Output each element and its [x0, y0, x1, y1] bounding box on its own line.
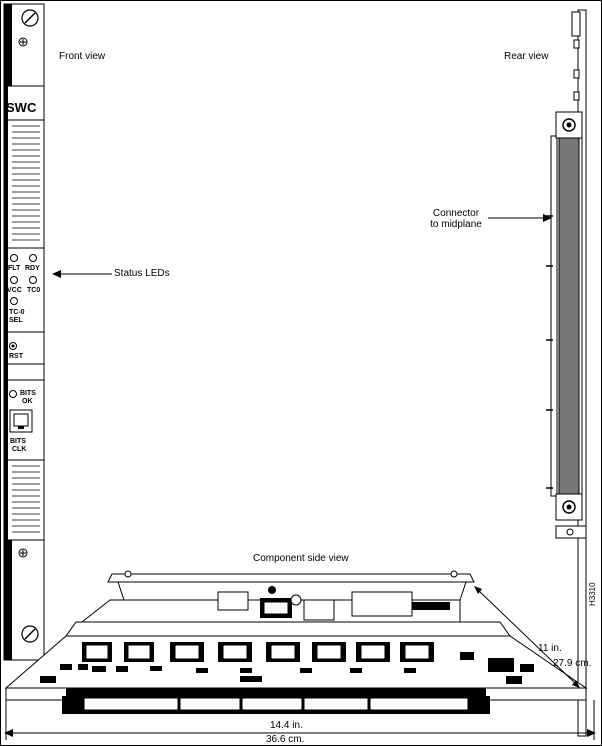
width-inches-label: 14.4 in.	[270, 720, 303, 731]
depth-cm-label: 27.9 cm.	[553, 658, 592, 669]
bits-ok-label: OK	[22, 398, 33, 405]
led-tc-sel-icon	[10, 297, 18, 305]
led-vcc-label: VCC	[7, 287, 22, 294]
rear-view-board	[546, 9, 587, 737]
led-rdy-icon	[29, 254, 37, 262]
module-name: SWC	[6, 100, 37, 115]
rear-view-label: Rear view	[504, 51, 549, 62]
vent-lines-upper	[12, 125, 40, 241]
led-tc0-icon	[29, 276, 37, 284]
bits-clk-label: CLK	[12, 446, 27, 453]
depth-inches-label: 11 in.	[538, 643, 562, 654]
reset-label: RST	[9, 353, 23, 360]
led-bits-ok-icon	[9, 390, 17, 398]
connector-pin-grid	[558, 137, 580, 495]
depth-dimension-line	[477, 589, 577, 685]
led-vcc-icon	[10, 276, 18, 284]
connector-label: to midplane	[430, 219, 482, 230]
led-tc-sel-label: SEL	[9, 317, 23, 324]
vent-lines-lower	[12, 465, 40, 533]
led-rdy-label: RDY	[25, 265, 40, 272]
component-side-view-label: Component side view	[253, 553, 349, 564]
figure-id-label: H3310	[588, 582, 597, 606]
bits-ok-label: BITS	[20, 390, 36, 397]
status-leds-label: Status LEDs	[114, 268, 170, 279]
led-flt-icon	[10, 254, 18, 262]
front-view-label: Front view	[59, 51, 106, 62]
led-tc-sel-label: TC-0	[9, 309, 25, 316]
connector-label: Connector	[432, 208, 480, 219]
bits-clk-label: BITS	[10, 438, 26, 445]
component-side-view-board	[4, 570, 588, 714]
faceplate-front-view	[3, 3, 45, 661]
width-cm-label: 36.6 cm.	[266, 734, 305, 745]
led-tc0-label: TC0	[27, 287, 41, 294]
led-flt-label: FLT	[8, 265, 21, 272]
